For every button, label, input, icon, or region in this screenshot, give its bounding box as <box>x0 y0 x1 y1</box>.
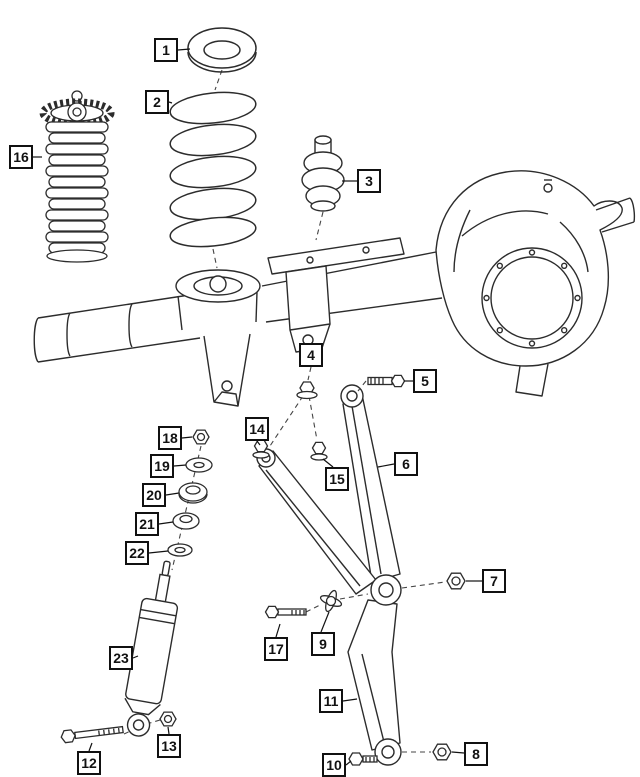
nut-part13-drawing <box>159 711 177 727</box>
callout-1-label: 1 <box>162 42 170 58</box>
callout-7[interactable]: 7 <box>482 569 506 593</box>
nut-part8-drawing <box>432 743 452 761</box>
bolt-part10-drawing <box>348 752 378 766</box>
callout-3-label: 3 <box>365 173 373 189</box>
callout-20[interactable]: 20 <box>142 483 166 507</box>
shock-absorber-drawing <box>124 560 179 737</box>
callout-9[interactable]: 9 <box>311 632 335 656</box>
jounce-bumper-drawing <box>301 135 345 212</box>
lower-control-arm-drawing <box>347 599 401 751</box>
callout-14-label: 14 <box>249 421 265 437</box>
callout-20-label: 20 <box>146 487 162 503</box>
callout-9-label: 9 <box>319 636 327 652</box>
callout-15-label: 15 <box>329 471 345 487</box>
callout-16[interactable]: 16 <box>9 145 33 169</box>
callout-21-label: 21 <box>139 516 155 532</box>
bolt-part12-drawing <box>60 725 124 744</box>
arm-bushing-drawing <box>370 574 402 766</box>
callout-11-label: 11 <box>323 693 339 709</box>
callout-10[interactable]: 10 <box>322 753 346 777</box>
callout-18[interactable]: 18 <box>158 426 182 450</box>
callout-10-label: 10 <box>326 757 342 773</box>
bolt-part5-drawing <box>367 374 406 388</box>
nut-part7-drawing <box>446 572 466 590</box>
callout-4[interactable]: 4 <box>299 343 323 367</box>
callout-19-label: 19 <box>154 458 170 474</box>
callout-23-label: 23 <box>113 650 129 666</box>
callout-12[interactable]: 12 <box>77 751 101 775</box>
callout-6-label: 6 <box>402 456 410 472</box>
axle-assembly-drawing <box>33 170 636 407</box>
callout-8[interactable]: 8 <box>464 742 488 766</box>
callout-14[interactable]: 14 <box>245 417 269 441</box>
callout-15[interactable]: 15 <box>325 467 349 491</box>
spring-isolator-drawing <box>187 27 257 73</box>
leader-lines <box>33 48 482 766</box>
callout-22[interactable]: 22 <box>125 541 149 565</box>
callout-2[interactable]: 2 <box>145 90 169 114</box>
callout-6[interactable]: 6 <box>394 452 418 476</box>
callout-2-label: 2 <box>153 94 161 110</box>
bolt-part17-drawing <box>264 605 307 619</box>
callout-1[interactable]: 1 <box>154 38 178 62</box>
callout-3[interactable]: 3 <box>357 169 381 193</box>
callout-19[interactable]: 19 <box>150 454 174 478</box>
callout-21[interactable]: 21 <box>135 512 159 536</box>
callout-13-label: 13 <box>161 738 177 754</box>
upper-control-arm-drawing <box>340 384 401 583</box>
retainer-part9-drawing <box>319 589 343 613</box>
callout-4-label: 4 <box>307 347 315 363</box>
callout-12-label: 12 <box>81 755 97 771</box>
callout-18-label: 18 <box>162 430 178 446</box>
bolt-part15-drawing <box>310 441 328 461</box>
coil-spring-drawing <box>169 91 257 248</box>
callout-5-label: 5 <box>421 373 429 389</box>
callout-13[interactable]: 13 <box>157 734 181 758</box>
callout-7-label: 7 <box>490 573 498 589</box>
callout-16-label: 16 <box>13 149 29 165</box>
callout-17-label: 17 <box>268 641 284 657</box>
callout-11[interactable]: 11 <box>319 689 343 713</box>
flange-nut-part4-drawing <box>296 381 318 400</box>
callout-8-label: 8 <box>472 746 480 762</box>
callout-17[interactable]: 17 <box>264 637 288 661</box>
callout-5[interactable]: 5 <box>413 369 437 393</box>
callout-23[interactable]: 23 <box>109 646 133 670</box>
air-spring-drawing <box>39 90 115 263</box>
callout-22-label: 22 <box>129 545 145 561</box>
